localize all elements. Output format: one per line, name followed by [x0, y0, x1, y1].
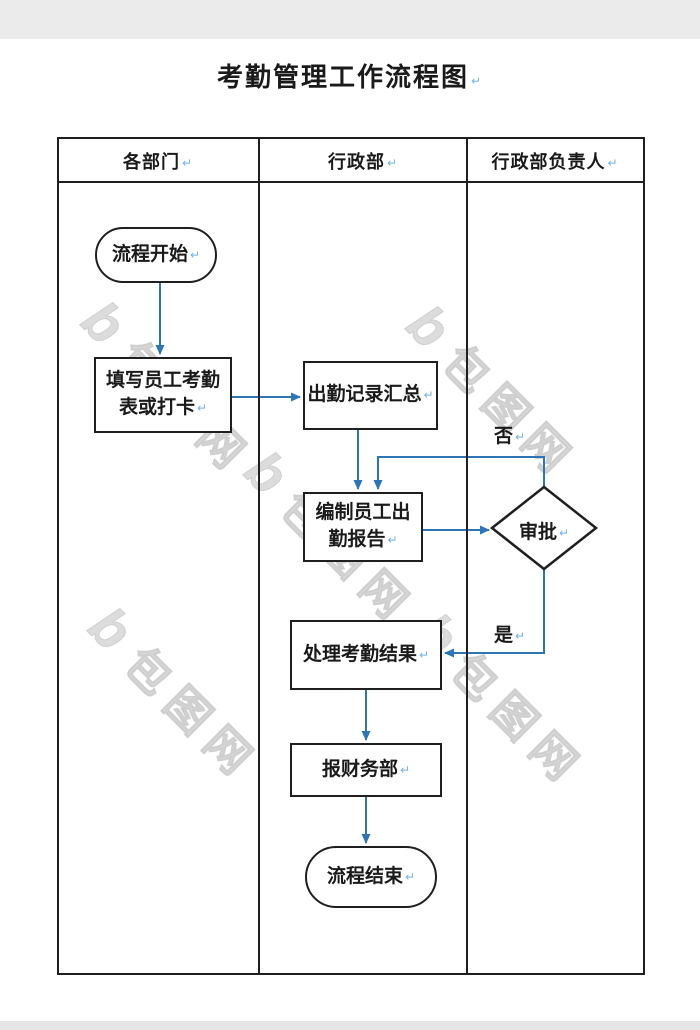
- branch-text: 否: [494, 426, 514, 447]
- lane-header-text: 行政部: [327, 152, 385, 172]
- paragraph-mark-icon: ↵: [181, 156, 194, 170]
- node-attendance-summary: 出勤记录汇总↵: [303, 361, 438, 430]
- node-text: 填写员工考勤: [105, 370, 220, 392]
- edge-no-loop-to-report: [373, 456, 545, 490]
- lane-header-admin-manager: 行政部负责人↵: [467, 148, 643, 174]
- node-text: 表或打卡: [118, 397, 195, 418]
- lane-divider-1: [258, 137, 260, 975]
- page-top-margin: [0, 0, 700, 39]
- node-text: 处理考勤结果: [302, 643, 417, 665]
- node-fill-attendance: 填写员工考勤 表或打卡↵: [94, 357, 232, 433]
- node-attendance-report: 编制员工出 勤报告↵: [303, 492, 423, 562]
- node-label: 填写员工考勤 表或打卡↵: [106, 368, 220, 421]
- paragraph-mark-icon: ↵: [470, 74, 484, 88]
- table-border-bottom: [57, 973, 645, 975]
- node-text: 报财务部: [321, 758, 398, 780]
- paragraph-mark-icon: ↵: [515, 629, 526, 643]
- branch-label-yes: 是↵: [494, 620, 525, 647]
- node-label: 处理考勤结果↵: [303, 642, 429, 669]
- node-text: 流程结束: [326, 865, 403, 887]
- node-approve-label: 审批↵: [494, 517, 594, 544]
- node-label: 流程开始↵: [112, 242, 200, 269]
- table-border-left: [57, 137, 59, 975]
- table-border-top: [57, 137, 645, 139]
- lane-header-departments: 各部门↵: [57, 148, 259, 174]
- paragraph-mark-icon: ↵: [386, 156, 399, 170]
- paragraph-mark-icon: ↵: [607, 156, 619, 170]
- paragraph-mark-icon: ↵: [196, 401, 208, 415]
- node-start: 流程开始↵: [95, 227, 217, 283]
- lane-header-admin: 行政部↵: [259, 148, 467, 174]
- edge-yes-to-process: [444, 569, 545, 658]
- header-row-divider: [57, 181, 645, 183]
- paragraph-mark-icon: ↵: [404, 869, 416, 884]
- node-report-finance: 报财务部↵: [290, 743, 442, 797]
- decision-diamond-shape: [489, 485, 599, 571]
- lane-divider-2: [466, 137, 468, 975]
- paragraph-mark-icon: ↵: [418, 647, 430, 662]
- node-end: 流程结束↵: [305, 846, 437, 908]
- node-text: 勤报告: [328, 529, 386, 550]
- node-label: 流程结束↵: [327, 864, 415, 891]
- node-text: 审批: [518, 522, 557, 543]
- lane-header-text: 行政部负责人: [491, 152, 606, 172]
- page-bottom-margin: [0, 1021, 700, 1030]
- lane-header-text: 各部门: [122, 152, 180, 172]
- branch-text: 是: [494, 625, 514, 646]
- node-text: 出勤记录汇总: [307, 384, 422, 406]
- branch-label-no: 否↵: [494, 421, 525, 448]
- node-label: 编制员工出 勤报告↵: [315, 500, 410, 553]
- paragraph-mark-icon: ↵: [387, 533, 398, 547]
- node-label: 报财务部↵: [322, 757, 410, 784]
- page-title: 考勤管理工作流程图↵: [0, 57, 700, 94]
- node-label: 出勤记录汇总↵: [307, 382, 433, 409]
- table-border-right: [643, 137, 645, 975]
- paragraph-mark-icon: ↵: [515, 430, 526, 444]
- paragraph-mark-icon: ↵: [189, 247, 201, 262]
- paragraph-mark-icon: ↵: [399, 762, 411, 777]
- node-process-result: 处理考勤结果↵: [290, 620, 442, 690]
- paragraph-mark-icon: ↵: [558, 526, 570, 540]
- paragraph-mark-icon: ↵: [423, 388, 434, 403]
- node-text: 流程开始: [111, 243, 188, 265]
- page-title-text: 考勤管理工作流程图: [216, 62, 469, 92]
- node-text: 编制员工出: [315, 502, 411, 524]
